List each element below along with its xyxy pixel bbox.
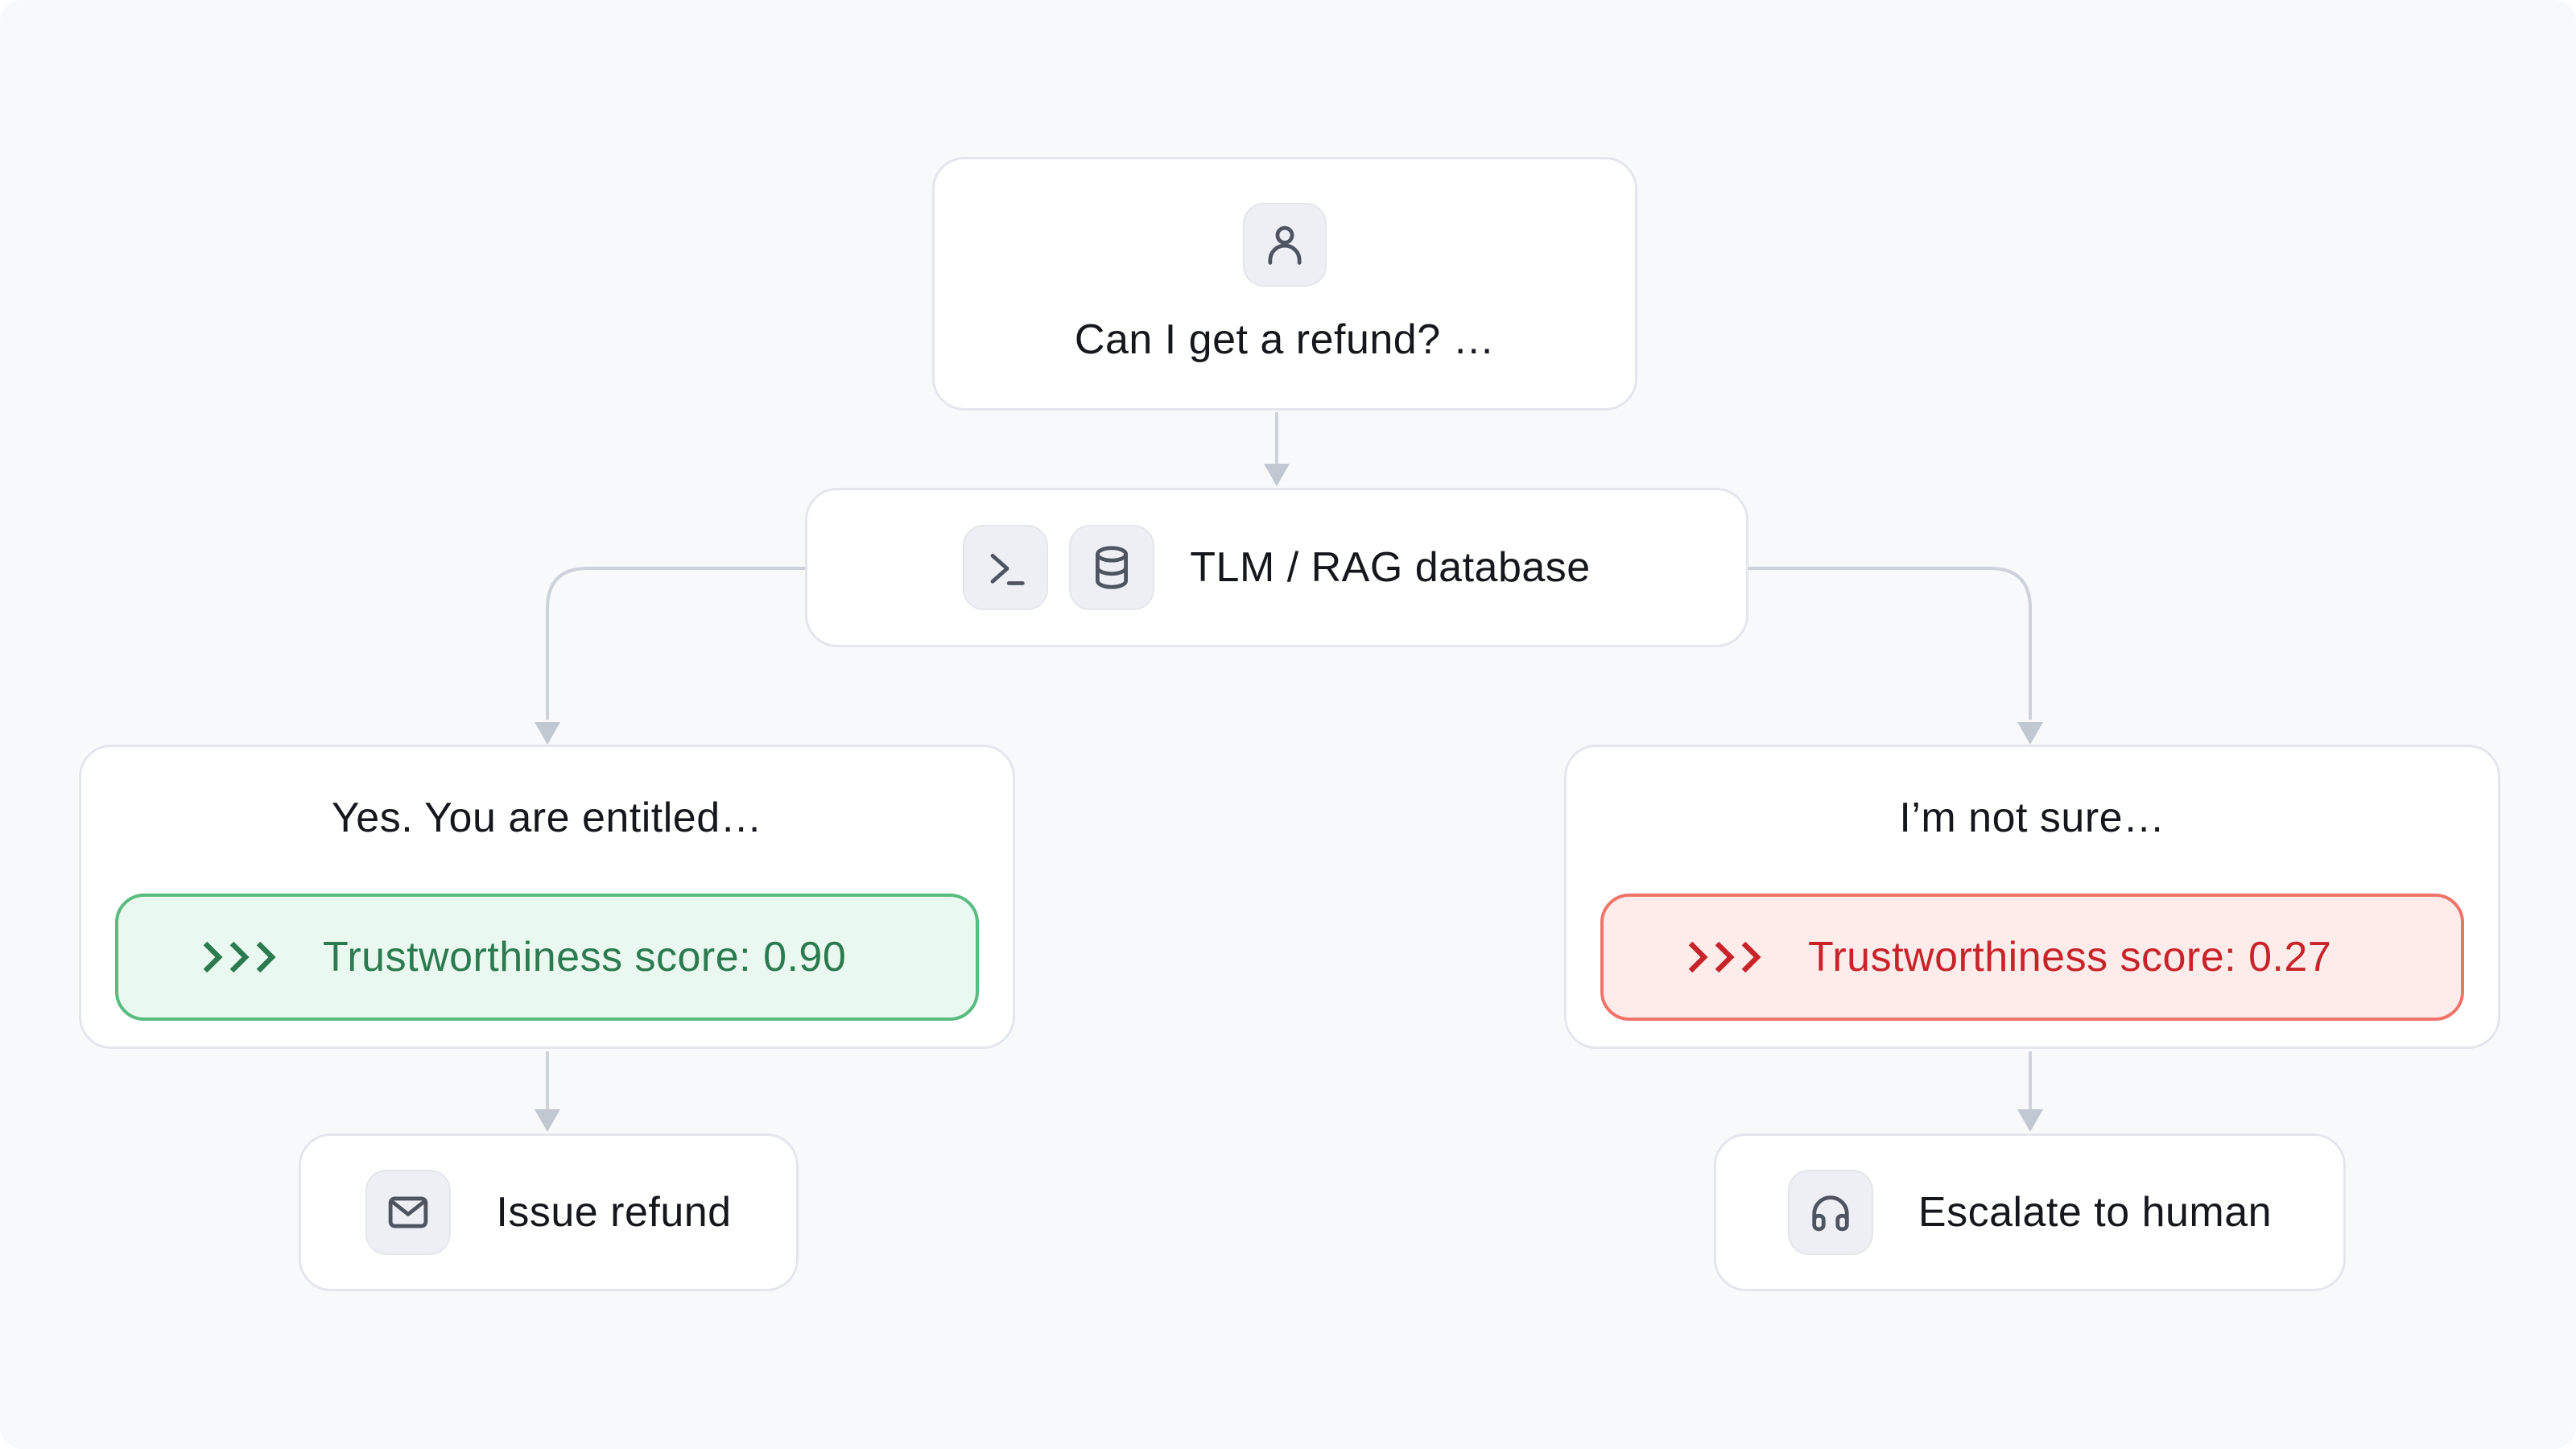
edge-tlm-low xyxy=(1748,567,2032,720)
node-tlm-rag: TLM / RAG database xyxy=(805,488,1748,647)
edge-tlm-high xyxy=(546,567,805,720)
low-trust-label: I’m not sure… xyxy=(1899,795,2165,841)
node-issue-refund: Issue refund xyxy=(299,1133,799,1291)
terminal-icon xyxy=(963,525,1049,610)
arrowhead-question-tlm xyxy=(1264,464,1290,486)
escalate-label: Escalate to human xyxy=(1918,1189,2273,1236)
high-trust-label: Yes. You are entitled… xyxy=(331,795,763,841)
trust-score-text-high: Trustworthiness score: 0.90 xyxy=(323,934,847,980)
database-icon xyxy=(1069,525,1155,610)
question-label: Can I get a refund? … xyxy=(1074,316,1496,363)
trust-score-badge-low: Trustworthiness score: 0.27 xyxy=(1600,894,2464,1021)
user-icon xyxy=(1243,202,1327,287)
arrowhead-tlm-high xyxy=(535,722,560,745)
node-user-question: Can I get a refund? … xyxy=(932,157,1637,411)
arrowhead-low-escalate xyxy=(2017,1109,2043,1132)
triple-chevron-right-icon xyxy=(202,940,279,974)
trust-score-badge-high: Trustworthiness score: 0.90 xyxy=(115,894,979,1021)
node-escalate-to-human: Escalate to human xyxy=(1714,1133,2346,1291)
tlm-label: TLM / RAG database xyxy=(1190,544,1591,591)
refund-label: Issue refund xyxy=(496,1189,732,1236)
trust-score-text-low: Trustworthiness score: 0.27 xyxy=(1808,934,2332,980)
arrowhead-high-refund xyxy=(535,1109,560,1132)
arrowhead-tlm-low xyxy=(2017,722,2043,745)
node-low-trust-answer: I’m not sure… Trustworthiness score: 0.2… xyxy=(1564,745,2500,1049)
triple-chevron-right-icon xyxy=(1687,940,1765,974)
headphones-icon xyxy=(1787,1170,1873,1255)
mail-icon xyxy=(365,1170,452,1255)
node-high-trust-answer: Yes. You are entitled… Trustworthiness s… xyxy=(79,745,1015,1049)
